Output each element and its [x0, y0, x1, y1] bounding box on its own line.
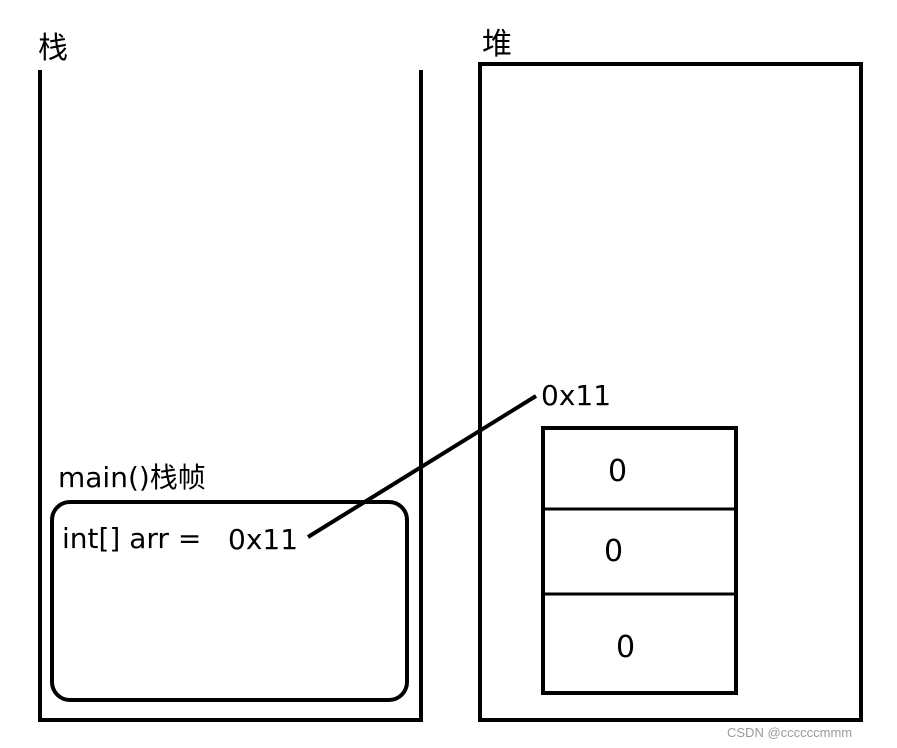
heap-array [541, 426, 738, 695]
heap-array-address: 0x11 [541, 379, 612, 412]
stack-container [38, 70, 423, 722]
watermark: CSDN @ccccccmmm [727, 725, 853, 740]
variable-declaration: int[] arr = [62, 522, 202, 555]
reference-line [306, 394, 538, 539]
heap-array-cell: 0 [608, 454, 628, 489]
stack-frame-label: main()栈帧 [58, 461, 206, 494]
heap-array-cell: 0 [616, 630, 636, 665]
heap-container [478, 62, 863, 722]
heap-title: 堆 [482, 27, 512, 62]
main-stack-frame [50, 500, 409, 702]
stack-title: 栈 [38, 31, 68, 66]
variable-value: 0x11 [228, 523, 299, 556]
heap-array-cell: 0 [604, 534, 624, 569]
